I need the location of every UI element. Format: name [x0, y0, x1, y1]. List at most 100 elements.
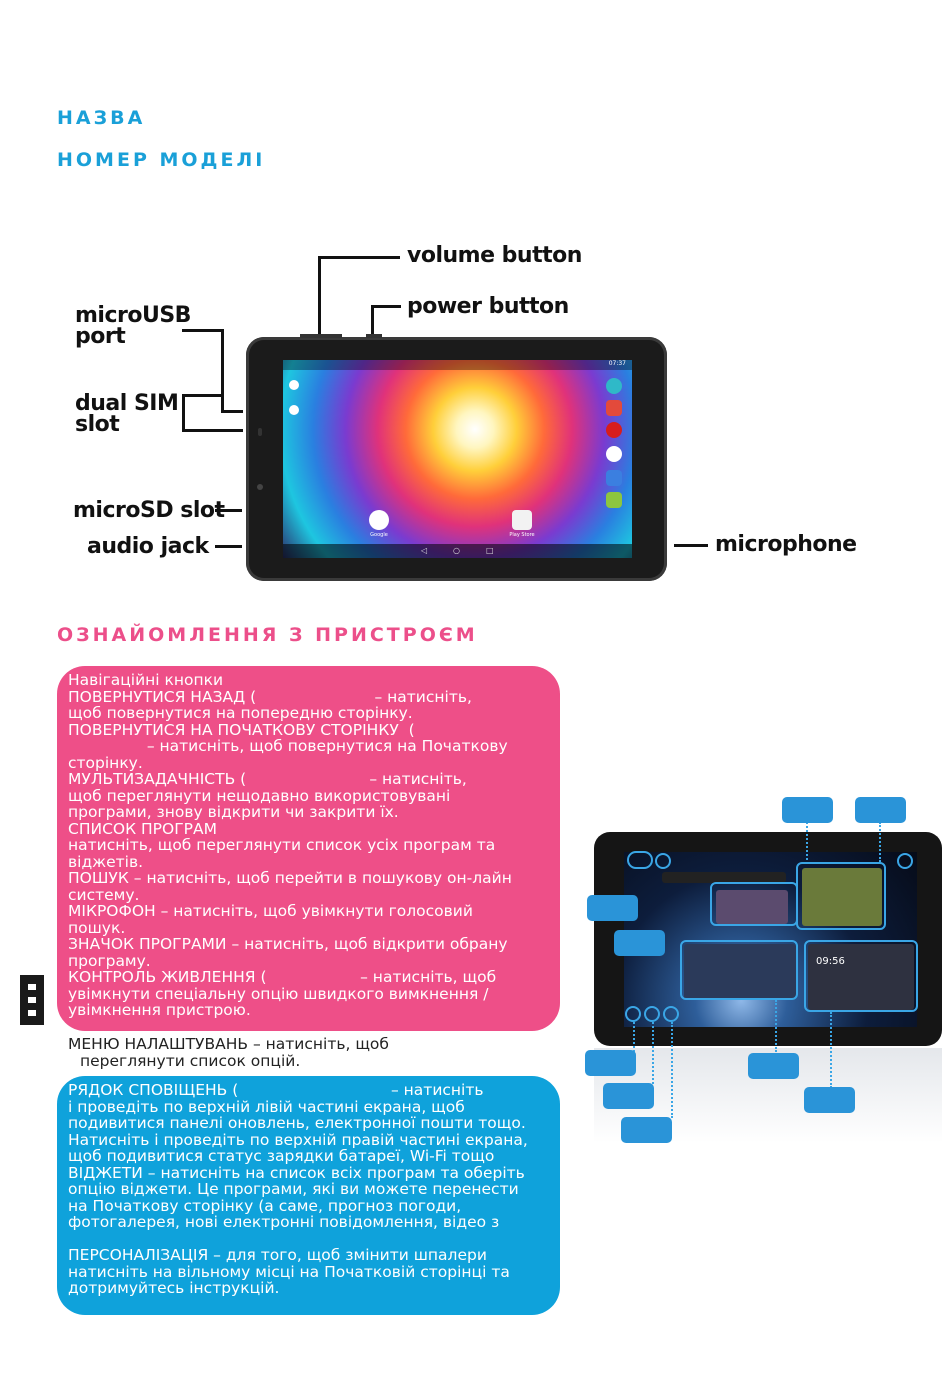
side-menu-tab	[20, 975, 44, 1025]
microphone-label: microphone	[715, 532, 857, 557]
blue-line-10	[68, 1231, 550, 1248]
menu-line-1: МЕНЮ НАЛАШТУВАНЬ – натисніть, щоб	[68, 1035, 389, 1053]
maps-icon	[606, 400, 622, 416]
audio-jack-label: audio jack	[87, 534, 209, 559]
blue-line-8: на Початкову сторінку (а саме, прогноз п…	[68, 1196, 462, 1215]
pink-line-18: програму.	[68, 951, 151, 970]
tablet-camera	[257, 484, 263, 490]
notifications-info-box: РЯДОК СПОВІЩЕНЬ ( – натисніть і проведіт…	[57, 1076, 560, 1315]
power-leader-v	[371, 305, 374, 334]
video-widget	[716, 890, 788, 924]
connector-2	[879, 822, 881, 862]
google-search-icon	[289, 380, 299, 390]
apps-widget	[684, 944, 796, 1000]
callout-apps-list	[855, 797, 906, 823]
blue-line-2: і проведіть по верхній лівій частині екр…	[68, 1097, 465, 1116]
google-app-label: Google	[370, 532, 388, 538]
microsd-slot-label: microSD slot	[73, 498, 225, 523]
pink-line-11: натисніть, щоб переглянути список усіх п…	[68, 836, 496, 854]
dual-sim-leader-bottom	[182, 429, 243, 432]
play-store-label: Play Store	[509, 532, 535, 538]
pink-line-20: увімкнути спеціальну опцію швидкого вимк…	[68, 984, 489, 1003]
blue-line-13: дотримуйтесь інструкцій.	[68, 1279, 280, 1297]
app-icon-highlight	[710, 882, 798, 926]
power-leader-h	[371, 305, 401, 308]
callout-notifications	[804, 1087, 855, 1113]
pink-line-19: КОНТРОЛЬ ЖИВЛЕННЯ ( – натисніть, щоб	[68, 968, 497, 986]
pink-line-10: СПИСОК ПРОГРАМ	[68, 819, 218, 838]
dual-sim-leader-h	[182, 394, 185, 432]
recents-key-highlight	[663, 1006, 679, 1022]
pink-line-14: систему.	[68, 885, 140, 904]
menu-line-2: переглянути список опцій.	[80, 1051, 301, 1070]
android-icon	[606, 492, 622, 508]
pink-line-17: ЗНАЧОК ПРОГРАМИ – натисніть, щоб відкрит…	[68, 935, 508, 953]
model-number-heading: НОМЕР МОДЕЛІ	[57, 149, 266, 171]
tablet-sensor	[258, 428, 262, 436]
microusb-port-label-line1: microUSB	[75, 303, 191, 328]
blue-line-3: подивитися панелі оновлень, електронної …	[68, 1114, 526, 1132]
home-key-highlight	[644, 1006, 660, 1022]
widgets-highlight	[796, 862, 886, 930]
recents-icon: □	[486, 546, 494, 555]
pink-line-3: щоб повернутися на попередню сторінку.	[68, 704, 413, 722]
microusb-port-label-line2: port	[75, 324, 126, 349]
dual-sim-leader-top	[182, 394, 222, 397]
back-icon: ◁	[421, 546, 428, 555]
microsd-leader	[215, 509, 242, 512]
dual-sim-label-line2: slot	[75, 412, 120, 437]
callout-back	[585, 1050, 636, 1076]
pink-line-2: ПОВЕРНУТИСЯ НАЗАД ( – натисніть,	[68, 687, 472, 706]
google-app-icon	[369, 510, 389, 530]
pink-line-4: ПОВЕРНУТИСЯ НА ПОЧАТКОВУ СТОРІНКУ (	[68, 720, 415, 739]
audio-jack-leader	[215, 545, 242, 548]
weather-widget: 09:56	[808, 944, 914, 1010]
connector-1	[806, 822, 808, 864]
callout-microphone	[614, 930, 665, 956]
tablet-status-bar: 07:37	[283, 360, 632, 370]
pink-line-5: – натисніть, щоб повернутися на Початков…	[68, 737, 508, 755]
home-icon: ○	[453, 546, 460, 555]
tablet-nav-bar: ◁ ○ □	[283, 544, 632, 558]
widget-clock: 09:56	[816, 956, 845, 967]
quick-settings-widget	[662, 872, 786, 883]
connector-3	[633, 1022, 635, 1052]
pink-line-8: щоб переглянути нещодавно використовуван…	[68, 786, 451, 805]
blue-line-7: опцію віджети. Це програми, які ви может…	[68, 1180, 519, 1198]
microusb-port-label: microUSB port	[75, 303, 191, 349]
blue-line-5: щоб подивитися статус зарядки батареї, W…	[68, 1147, 495, 1165]
connector-7	[830, 1012, 832, 1088]
callout-home	[603, 1083, 654, 1109]
connector-6	[775, 1000, 777, 1052]
blue-line-9: фотогалерея, нові електронні повідомленн…	[68, 1213, 500, 1231]
microusb-leader-v	[221, 329, 224, 413]
blue-line-12: натисніть на вільному місці на Початкові…	[68, 1262, 510, 1281]
dual-sim-label: dual SIM slot	[75, 393, 179, 437]
apps-widget-highlight	[680, 940, 798, 1000]
microusb-leader-end	[221, 410, 243, 413]
blue-line-1: РЯДОК СПОВІЩЕНЬ ( – натисніть	[68, 1081, 484, 1099]
contacts-icon	[606, 470, 622, 486]
volume-leader-v	[318, 256, 321, 334]
play-store-icon	[512, 510, 532, 530]
tablet-time: 07:37	[608, 360, 626, 367]
back-key-highlight	[625, 1006, 641, 1022]
opera-icon	[606, 422, 622, 438]
pink-line-21: увімкнення пристрою.	[68, 1001, 251, 1019]
home-screen: 09:56	[624, 852, 917, 1027]
apps-list-highlight	[897, 853, 913, 869]
connector-4	[652, 1022, 654, 1084]
callout-app-icon	[748, 1053, 799, 1079]
pink-line-16: пошук.	[68, 918, 126, 937]
blue-line-11: ПЕРСОНАЛІЗАЦІЯ – для того, щоб змінити ш…	[68, 1246, 487, 1264]
gallery-widget	[802, 868, 882, 926]
info-icon	[289, 405, 299, 415]
volume-button-label: volume button	[407, 243, 582, 268]
apps-drawer-icon	[606, 446, 622, 462]
chrome-icon	[606, 378, 622, 394]
callout-search	[587, 895, 638, 921]
callout-recents	[621, 1117, 672, 1143]
name-heading: НАЗВА	[57, 107, 146, 129]
volume-leader-h	[318, 256, 400, 259]
pink-line-1: Навігаційні кнопки	[68, 671, 224, 689]
